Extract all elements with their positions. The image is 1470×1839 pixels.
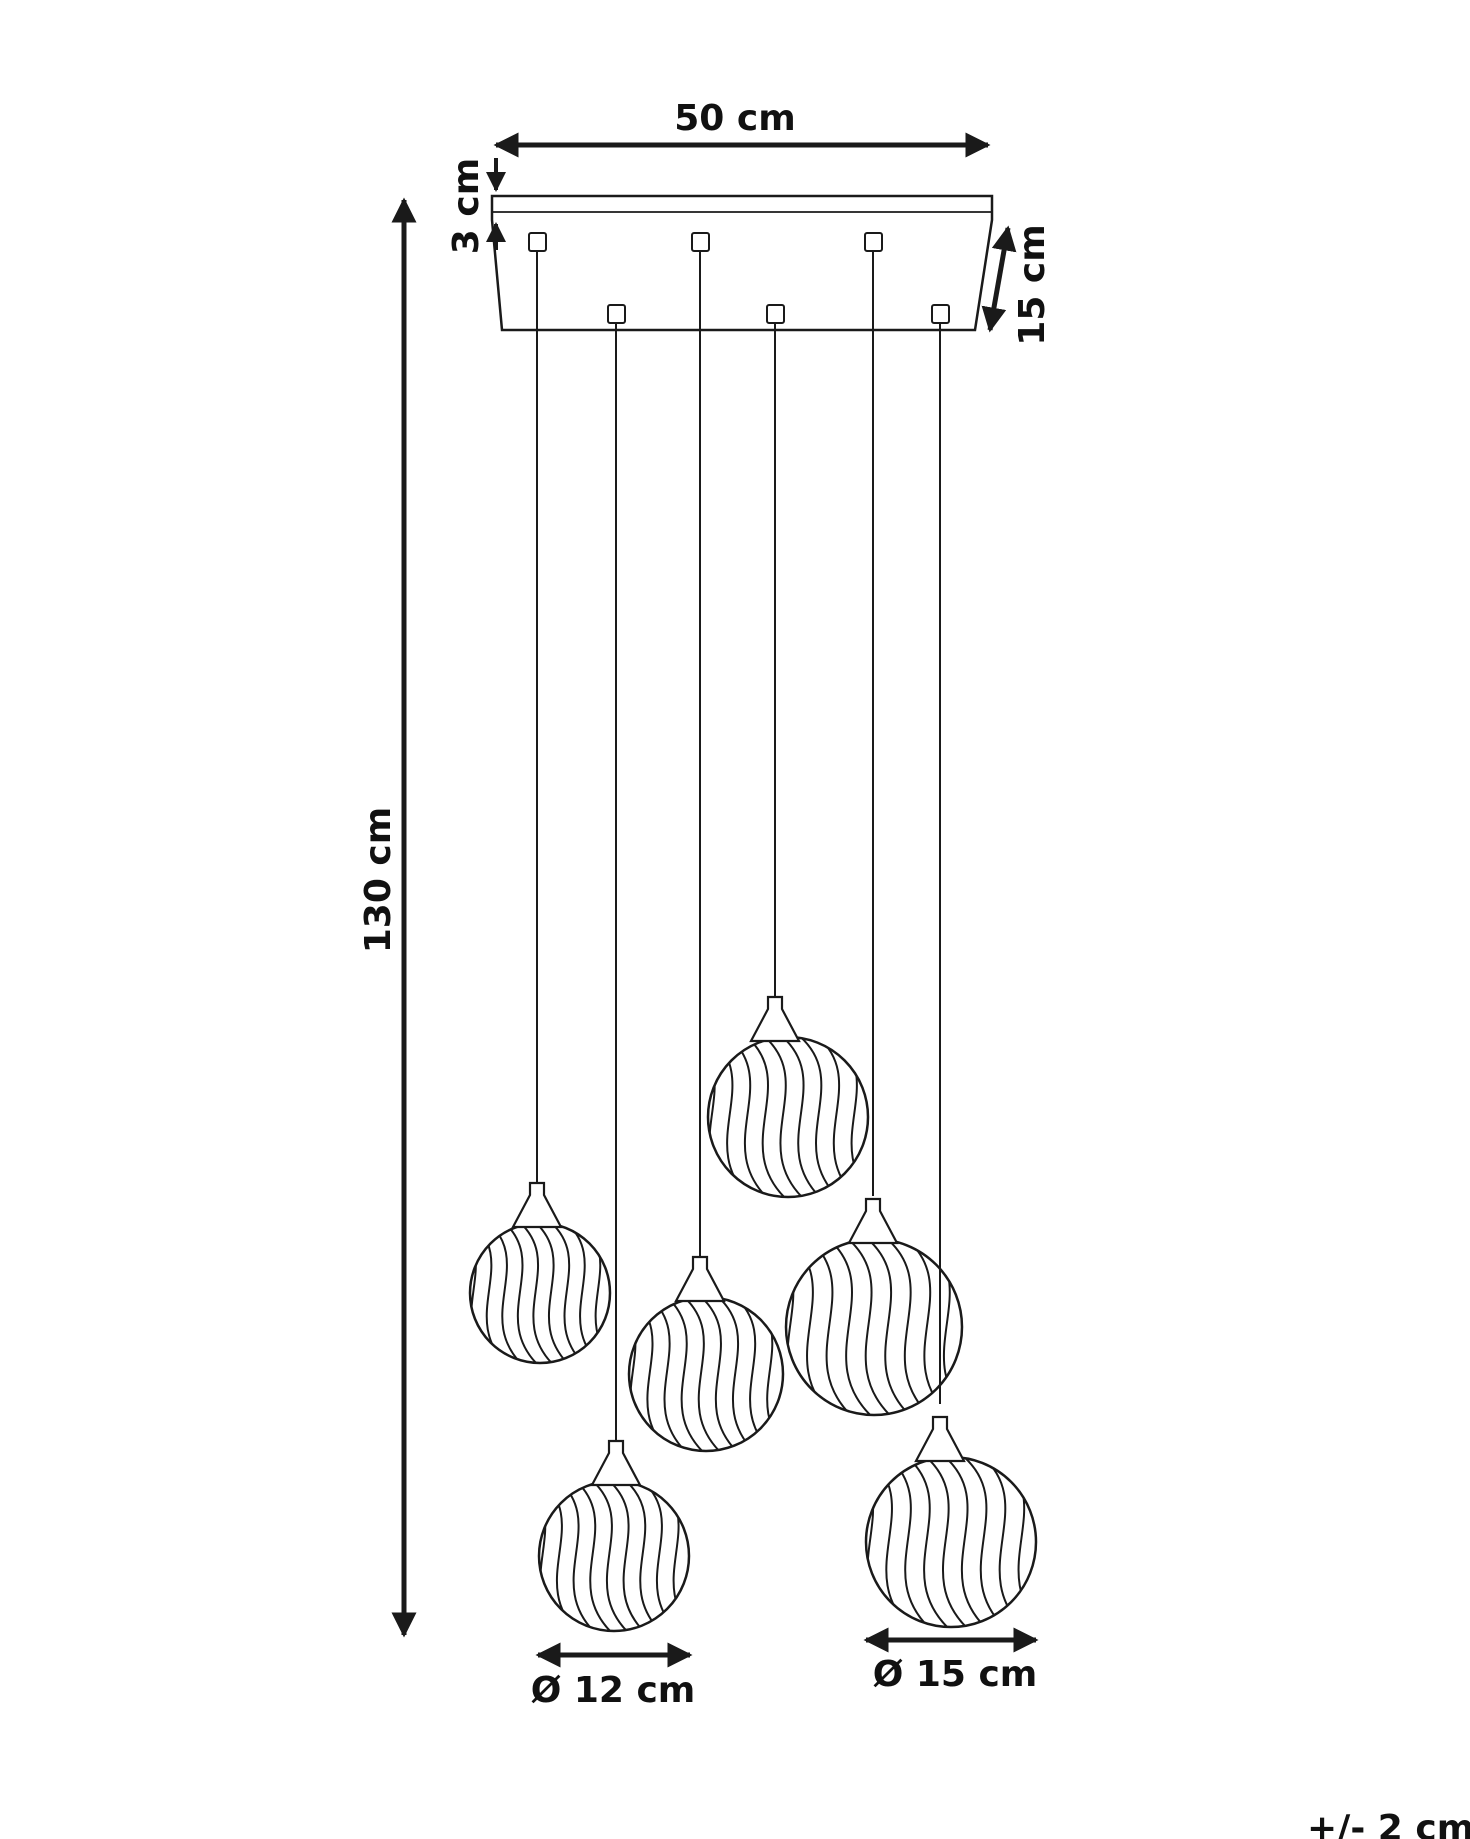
cord-grips <box>528 232 950 324</box>
large-diameter-label: Ø 15 cm <box>873 1654 1038 1695</box>
pendant-shades <box>468 995 1038 1633</box>
canopy-height-label: 3 cm <box>446 158 487 254</box>
shade-cap <box>749 995 801 1043</box>
shade-cap <box>511 1181 563 1229</box>
shade-cap <box>674 1255 726 1303</box>
ceiling-canopy <box>490 194 994 332</box>
total-height-label: 130 cm <box>358 807 399 954</box>
canopy-depth-label: 15 cm <box>1012 224 1053 345</box>
shade-cap <box>590 1439 642 1487</box>
globe-shade-4 <box>706 995 870 1199</box>
width-label: 50 cm <box>674 98 795 139</box>
shade-cap <box>847 1197 899 1245</box>
small-diameter-label: Ø 12 cm <box>531 1670 696 1711</box>
globe-shade-1 <box>468 1181 612 1365</box>
tolerance-label: +/- 2 cm <box>1307 1808 1470 1839</box>
shade-cap <box>914 1415 966 1463</box>
pendant-cables <box>536 251 941 1441</box>
dimension-arrows <box>391 132 1039 1668</box>
globe-shade-2 <box>537 1439 691 1633</box>
globe-shade-6 <box>864 1415 1038 1629</box>
globe-shade-3 <box>627 1255 785 1453</box>
